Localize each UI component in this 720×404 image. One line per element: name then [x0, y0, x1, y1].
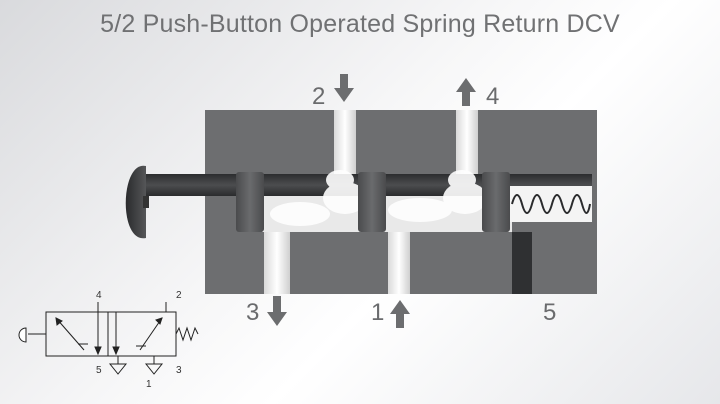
- symbol-label-5: 5: [96, 365, 102, 376]
- symbol-label-1: 1: [146, 379, 152, 390]
- spring: [511, 194, 591, 214]
- spool-land-2: [358, 172, 386, 232]
- iso-symbol: [18, 302, 199, 375]
- spool-land-1: [236, 172, 264, 232]
- symbol-spring: [175, 326, 199, 342]
- port-4-passage: [456, 110, 478, 174]
- symbol-exhaust-3: [144, 363, 164, 375]
- spool-land-3: [482, 172, 510, 232]
- port-3-passage: [264, 232, 290, 294]
- port-label-3: 3: [246, 299, 259, 326]
- port-5-exhaust: [512, 232, 532, 294]
- arrow-port-2-down: [334, 74, 354, 102]
- port-label-2: 2: [312, 83, 325, 110]
- symbol-label-2: 2: [176, 290, 182, 301]
- arrow-port-4-up: [456, 78, 476, 106]
- push-button-stem: [143, 196, 149, 208]
- arrow-port-3-down: [267, 296, 287, 326]
- port-label-4: 4: [486, 83, 499, 110]
- symbol-label-3: 3: [176, 365, 182, 376]
- diagram-title: 5/2 Push-Button Operated Spring Return D…: [100, 10, 620, 38]
- port-2-passage: [334, 110, 356, 174]
- push-button-knob: [125, 165, 146, 239]
- port-label-5: 5: [543, 299, 556, 326]
- arrow-port-1-up: [390, 300, 410, 328]
- symbol-label-4: 4: [96, 290, 102, 301]
- symbol-exhaust-5: [108, 363, 128, 375]
- port-label-1: 1: [371, 299, 384, 326]
- port-1-passage: [388, 232, 410, 294]
- symbol-push-button: [18, 327, 27, 343]
- port-arrows: [267, 74, 476, 328]
- air-cloud: [270, 170, 487, 226]
